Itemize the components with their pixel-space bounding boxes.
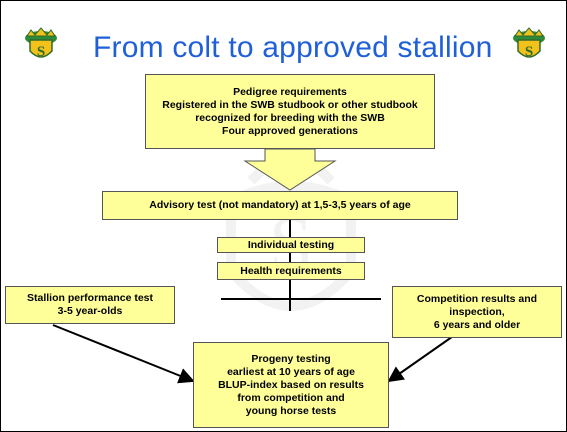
pedigree-line-1: Pedigree requirements xyxy=(233,85,347,98)
pedigree-line-4: Four approved generations xyxy=(222,124,358,137)
svg-text:S: S xyxy=(525,44,533,60)
health-requirements-text: Health requirements xyxy=(240,264,342,277)
health-requirements-box: Health requirements xyxy=(217,262,365,280)
slide-title: From colt to approved stallion xyxy=(93,31,493,64)
competition-results-box: Competition results and inspection, 6 ye… xyxy=(392,286,562,338)
competition-line-2: inspection, xyxy=(449,305,505,318)
progeny-line-2: earliest at 10 years of age xyxy=(227,365,355,378)
swb-logo-right-icon: S xyxy=(513,27,545,60)
pedigree-line-3: recognized for breeding with the SWB xyxy=(195,111,385,124)
competition-line-3: 6 years and older xyxy=(433,318,521,331)
pedigree-requirements-box: Pedigree requirements Registered in the … xyxy=(145,74,435,149)
down-block-arrow xyxy=(243,148,337,191)
progeny-line-5: young horse tests xyxy=(245,404,337,417)
progeny-line-4: from competition and xyxy=(237,391,345,404)
swb-logo-left-icon: S xyxy=(25,27,57,60)
progeny-line-1: Progeny testing xyxy=(251,352,331,365)
competition-line-1: Competition results and xyxy=(416,292,538,305)
pedigree-line-2: Registered in the SWB studbook or other … xyxy=(162,98,418,111)
advisory-text: Advisory test (not mandatory) at 1,5-3,5… xyxy=(149,199,411,211)
individual-testing-text: Individual testing xyxy=(247,238,335,251)
advisory-test-box: Advisory test (not mandatory) at 1,5-3,5… xyxy=(102,191,458,220)
progeny-line-3: BLUP-index based on results xyxy=(218,378,364,391)
arrow-left-to-progeny xyxy=(52,324,195,384)
stallion-performance-test-box: Stallion performance test 3-5 year-olds xyxy=(5,286,175,324)
progeny-testing-box: Progeny testing earliest at 10 years of … xyxy=(193,342,389,428)
stallion-test-line-2: 3-5 year-olds xyxy=(57,305,123,317)
stallion-test-line-1: Stallion performance test xyxy=(26,292,154,304)
svg-text:S: S xyxy=(37,44,45,60)
individual-testing-box: Individual testing xyxy=(217,237,365,253)
